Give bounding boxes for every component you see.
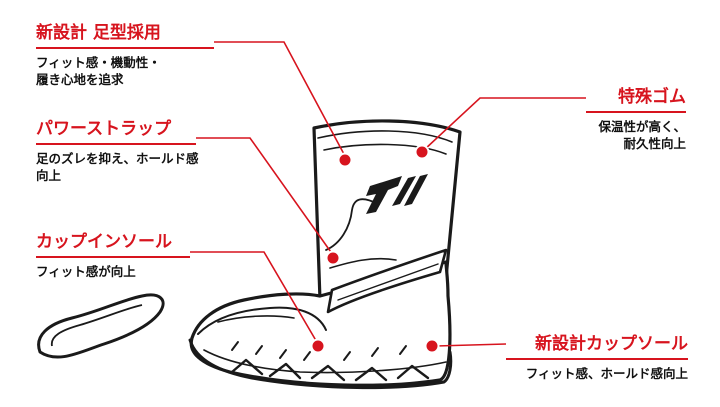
boot-illustration bbox=[188, 119, 462, 390]
feature-strap: パワーストラップ 足のズレを抑え、ホールド感 向上 bbox=[36, 119, 246, 184]
feature-last: 新設計 足型採用 フィット感・機動性・ 履き心地を追求 bbox=[36, 23, 214, 88]
marker-strap bbox=[325, 250, 341, 266]
feature-rubber: 特殊ゴム 保温性が高く、 耐久性向上 bbox=[574, 87, 686, 152]
feature-title: パワーストラップ bbox=[36, 119, 172, 139]
title-underline bbox=[36, 47, 214, 49]
feature-title: カップインソール bbox=[36, 232, 172, 252]
title-underline bbox=[506, 358, 688, 360]
feature-title: 特殊ゴム bbox=[618, 87, 686, 107]
feature-title: 新設計カップソール bbox=[535, 334, 688, 354]
leader-last bbox=[214, 41, 346, 157]
marker-rubber bbox=[414, 144, 430, 160]
callout-markers bbox=[310, 144, 440, 354]
marker-insole bbox=[310, 338, 326, 354]
brand-logo-icon bbox=[366, 174, 428, 214]
title-underline bbox=[586, 111, 686, 113]
leader-lines bbox=[190, 41, 586, 347]
feature-desc-line: 足のズレを抑え、ホールド感 bbox=[36, 151, 199, 166]
leader-rubber bbox=[423, 97, 586, 151]
marker-last bbox=[337, 152, 353, 168]
feature-desc-line: フィット感・機動性・ bbox=[36, 55, 161, 70]
feature-desc-line: フィット感が向上 bbox=[36, 264, 136, 279]
feature-insole: カップインソール フィット感が向上 bbox=[36, 232, 190, 280]
leader-strap bbox=[196, 137, 334, 256]
feature-desc-line: 保温性が高く、 bbox=[598, 119, 686, 134]
feature-desc-line: 履き心地を追求 bbox=[36, 72, 124, 87]
feature-desc-line: 向上 bbox=[36, 168, 62, 183]
title-underline bbox=[36, 256, 190, 258]
feature-outsole: 新設計カップソール フィット感、ホールド感向上 bbox=[506, 334, 688, 382]
leader-insole bbox=[190, 251, 319, 345]
leader-outsole bbox=[435, 343, 507, 347]
feature-title: 新設計 足型採用 bbox=[36, 23, 161, 43]
feature-desc-line: フィット感、ホールド感向上 bbox=[525, 366, 688, 381]
insole-illustration bbox=[37, 293, 165, 359]
title-underline bbox=[36, 143, 196, 145]
feature-desc-line: 耐久性向上 bbox=[623, 136, 686, 151]
marker-outsole bbox=[424, 338, 440, 354]
